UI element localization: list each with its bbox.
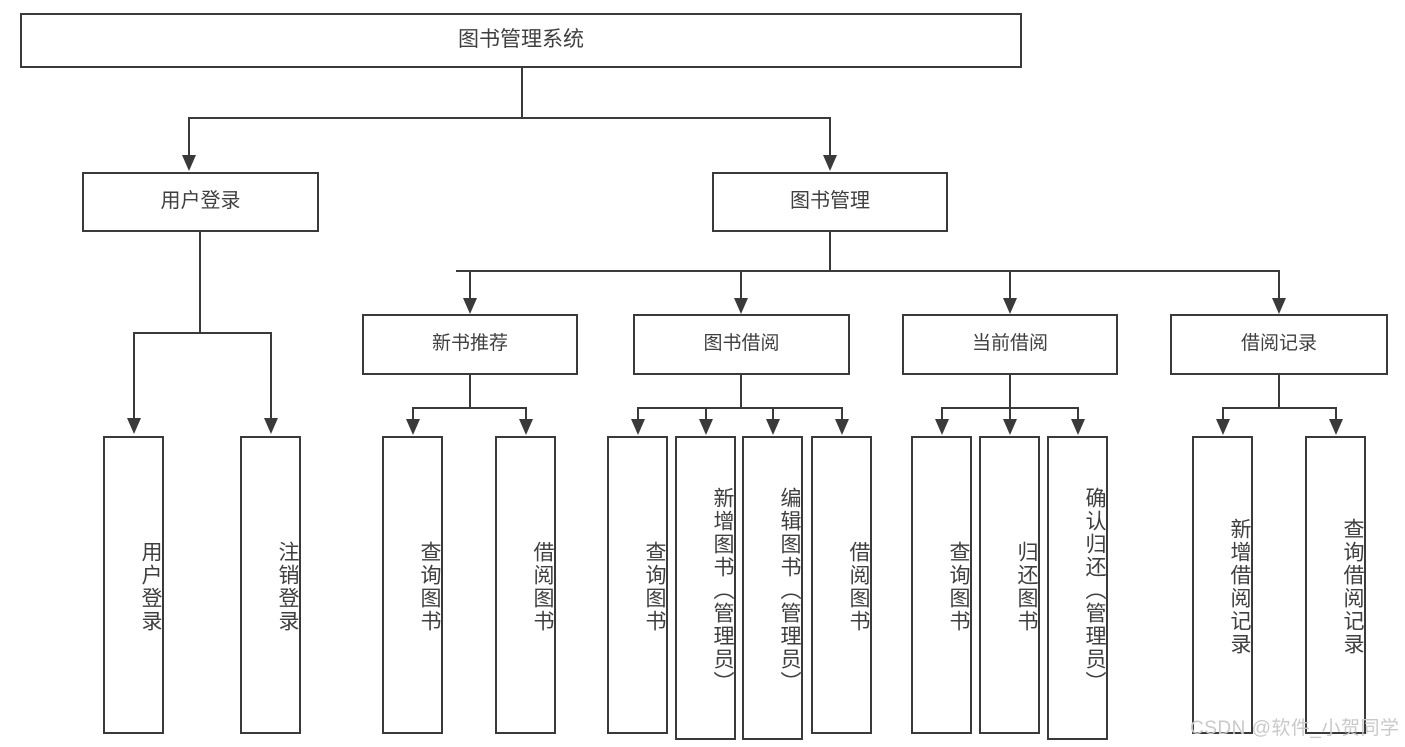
leaf-logout[interactable]: 注销登录 xyxy=(240,436,301,734)
connector-new-book-bus xyxy=(412,407,527,409)
node-label: 查询借阅记录 xyxy=(1341,518,1364,656)
arrow-borrow-record xyxy=(1272,298,1286,314)
node-label: 编辑图书（管理员） xyxy=(778,486,801,694)
connector-borrow-record-bus xyxy=(1222,407,1336,409)
arrow-leaf-user-login xyxy=(127,418,141,434)
arrow-bb-leaf-1 xyxy=(631,419,645,435)
connector-book-borrow-bus xyxy=(637,407,843,409)
arrow-nb-leaf-1 xyxy=(406,419,420,435)
node-borrow-record[interactable]: 借阅记录 xyxy=(1170,314,1388,375)
connector-drop-cb-leaf-1 xyxy=(941,407,943,421)
connector-drop-new-book xyxy=(469,270,471,300)
leaf-borrow-book-recommend[interactable]: 借阅图书 xyxy=(495,436,556,734)
leaf-borrow-book[interactable]: 借阅图书 xyxy=(811,436,872,734)
node-label: 当前借阅 xyxy=(971,333,1048,355)
arrow-bb-leaf-2 xyxy=(699,419,713,435)
leaf-return-book[interactable]: 归还图书 xyxy=(979,436,1040,734)
arrow-leaf-logout xyxy=(264,418,278,434)
leaf-query-borrow-record[interactable]: 查询借阅记录 xyxy=(1305,436,1366,734)
node-label: 查询图书 xyxy=(643,541,666,633)
arrow-bb-leaf-3 xyxy=(766,419,780,435)
connector-drop-leaf-user-login xyxy=(133,332,135,420)
connector-drop-bb-leaf-3 xyxy=(772,407,774,421)
connector-drop-cb-leaf-3 xyxy=(1077,407,1079,421)
node-label: 借阅图书 xyxy=(847,541,870,633)
arrow-book-borrow xyxy=(734,298,748,314)
node-label: 查询图书 xyxy=(947,541,970,633)
arrow-cb-leaf-3 xyxy=(1071,419,1085,435)
connector-drop-nb-leaf-2 xyxy=(525,407,527,421)
arrow-nb-leaf-2 xyxy=(519,419,533,435)
connector-drop-leaf-logout xyxy=(270,332,272,420)
node-label: 借阅图书 xyxy=(531,541,554,633)
connector-root-stem xyxy=(521,68,523,118)
node-book-borrow[interactable]: 图书借阅 xyxy=(633,314,850,375)
leaf-query-book-current[interactable]: 查询图书 xyxy=(911,436,972,734)
connector-borrow-record-stem xyxy=(1278,375,1280,408)
arrow-user-login xyxy=(182,155,196,171)
connector-drop-nb-leaf-1 xyxy=(412,407,414,421)
node-label: 图书管理 xyxy=(790,190,870,213)
arrow-current-borrow xyxy=(1003,298,1017,314)
leaf-query-book-borrow[interactable]: 查询图书 xyxy=(607,436,668,734)
arrow-cb-leaf-1 xyxy=(935,419,949,435)
leaf-edit-book-admin[interactable]: 编辑图书（管理员） xyxy=(742,436,803,740)
arrow-br-leaf-1 xyxy=(1216,419,1230,435)
connector-drop-br-leaf-2 xyxy=(1335,407,1337,421)
node-label: 注销登录 xyxy=(276,541,299,633)
connector-drop-bb-leaf-2 xyxy=(705,407,707,421)
leaf-add-borrow-record[interactable]: 新增借阅记录 xyxy=(1192,436,1253,734)
arrow-book-management xyxy=(823,155,837,171)
node-current-borrow[interactable]: 当前借阅 xyxy=(902,314,1118,375)
leaf-query-book-recommend[interactable]: 查询图书 xyxy=(382,436,443,734)
connector-drop-book-management xyxy=(829,117,831,157)
connector-drop-user-login xyxy=(188,117,190,157)
connector-level3-bus xyxy=(456,270,1280,272)
arrow-br-leaf-2 xyxy=(1329,419,1343,435)
node-label: 图书借阅 xyxy=(703,333,780,355)
arrow-new-book-recommend xyxy=(463,298,477,314)
connector-drop-br-leaf-1 xyxy=(1222,407,1224,421)
connector-level2-bus xyxy=(188,117,831,119)
connector-drop-bb-leaf-4 xyxy=(841,407,843,421)
csdn-watermark: CSDN @软件_小贺同学 xyxy=(1190,718,1400,739)
arrow-cb-leaf-2 xyxy=(1003,419,1017,435)
node-label: 新增借阅记录 xyxy=(1228,518,1251,656)
leaf-add-book-admin[interactable]: 新增图书（管理员） xyxy=(675,436,736,740)
connector-book-borrow-stem xyxy=(740,375,742,408)
node-label: 归还图书 xyxy=(1015,541,1038,633)
node-label: 查询图书 xyxy=(418,541,441,633)
node-label: 图书管理系统 xyxy=(458,28,584,52)
connector-user-login-bus xyxy=(133,332,272,334)
connector-drop-borrow-record xyxy=(1278,270,1280,300)
connector-drop-book-borrow xyxy=(740,270,742,300)
connector-user-login-stem xyxy=(199,232,201,333)
node-book-management[interactable]: 图书管理 xyxy=(712,172,948,232)
node-label: 新书推荐 xyxy=(431,333,508,355)
node-new-book-recommend[interactable]: 新书推荐 xyxy=(362,314,578,375)
arrow-bb-leaf-4 xyxy=(835,419,849,435)
node-label: 确认归还（管理员） xyxy=(1083,486,1106,694)
connector-drop-current-borrow xyxy=(1009,270,1011,300)
node-label: 新增图书（管理员） xyxy=(711,486,734,694)
connector-drop-cb-leaf-2 xyxy=(1009,407,1011,421)
connector-new-book-stem xyxy=(469,375,471,408)
connector-book-management-stem xyxy=(829,232,831,272)
node-label: 借阅记录 xyxy=(1240,333,1317,355)
connector-current-borrow-stem xyxy=(1009,375,1011,408)
leaf-user-login[interactable]: 用户登录 xyxy=(103,436,164,734)
node-label: 用户登录 xyxy=(139,541,162,633)
connector-drop-bb-leaf-1 xyxy=(637,407,639,421)
leaf-confirm-return-admin[interactable]: 确认归还（管理员） xyxy=(1047,436,1108,740)
node-label: 用户登录 xyxy=(160,190,241,213)
node-user-login[interactable]: 用户登录 xyxy=(82,172,319,232)
node-root-book-management-system[interactable]: 图书管理系统 xyxy=(20,13,1022,68)
